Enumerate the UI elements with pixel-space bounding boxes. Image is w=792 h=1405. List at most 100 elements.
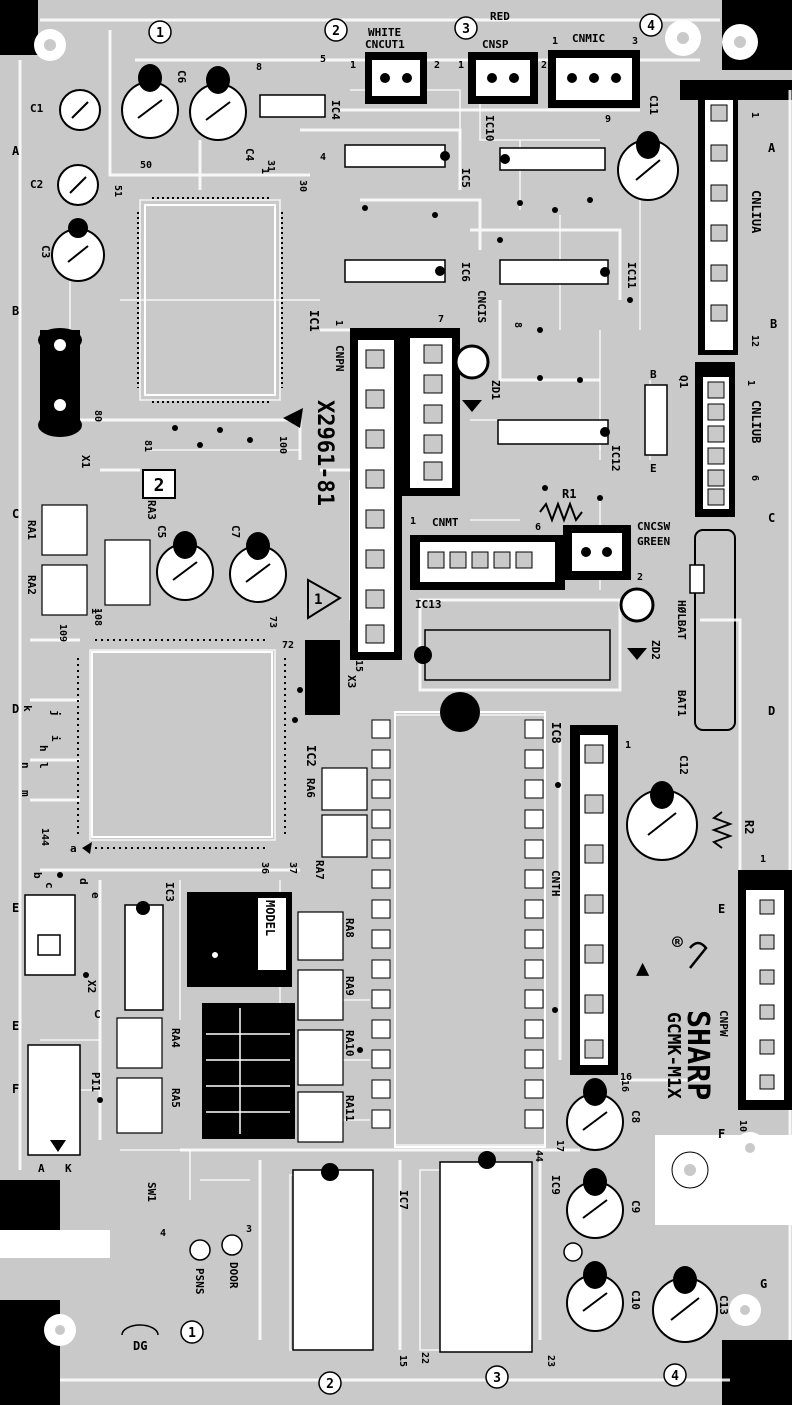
board-marker-1: 1 bbox=[314, 592, 322, 608]
grid-row-left-b: B bbox=[12, 304, 19, 318]
ra8-label: RA8 bbox=[343, 918, 356, 938]
ic2-pin-73: 73 bbox=[267, 616, 278, 628]
right-connectors: CNLIUA 1 12 CNLIUB 1 6 bbox=[695, 85, 763, 517]
grid-row-right-b: B bbox=[770, 317, 777, 331]
cnpn-name: CNPN bbox=[333, 345, 346, 372]
ra2-label: RA2 bbox=[25, 575, 38, 595]
ic7-label: IC7 bbox=[397, 1190, 410, 1210]
cnliua-pin-12: 12 bbox=[749, 335, 760, 347]
capacitors: C1 C2 C3 C6 C4 C11 C5 C7 C12 C8 C9 C10 C… bbox=[30, 64, 730, 1343]
ic2-pin-144: 144 bbox=[39, 828, 50, 846]
model-grid-c: C bbox=[212, 1067, 230, 1076]
pin-5-c9: 5 bbox=[587, 1270, 598, 1276]
c2-label: C2 bbox=[30, 178, 43, 191]
grid-col-4-bottom: 4 bbox=[671, 1369, 679, 1384]
pin-3-sw1: 3 bbox=[246, 1224, 252, 1235]
cnsp-name: CNSP bbox=[482, 38, 509, 51]
c1-label: C1 bbox=[30, 102, 44, 115]
model-area: X2961-81 2 1 MODEL 1 2 3 4 5 A B C D E bbox=[142, 400, 342, 1139]
model-grid-3: 3 bbox=[254, 1067, 272, 1076]
capacitor-c2 bbox=[57, 164, 99, 206]
ic2-label: IC2 bbox=[304, 745, 318, 767]
triangle-mark: ▲ bbox=[636, 956, 650, 981]
mounting-holes bbox=[34, 20, 766, 1346]
q1-b-label: B bbox=[650, 368, 657, 381]
cnmic-pin-1: 1 bbox=[552, 36, 558, 47]
cncut1-color: WHITE bbox=[368, 26, 401, 39]
grid-row-left-d: D bbox=[12, 702, 19, 716]
dg-label: DG bbox=[133, 1339, 147, 1353]
capacitor-c5 bbox=[156, 531, 214, 601]
ic10-label: IC10 bbox=[483, 115, 496, 142]
cnpn-pin-15: 15 bbox=[353, 660, 364, 672]
grid-row-left-e2: E bbox=[12, 1019, 19, 1033]
side-letters: k j i h n l m a b c d e K A C bbox=[19, 705, 102, 1175]
capacitor-c6 bbox=[121, 64, 179, 139]
letter-j: j bbox=[49, 710, 62, 717]
ic1-label: IC1 bbox=[307, 310, 321, 332]
pin-23-ic9: 23 bbox=[545, 1355, 556, 1367]
letter-A-pi1: A bbox=[38, 1162, 45, 1175]
letter-l: l bbox=[37, 762, 50, 769]
ic1-pin-100: 100 bbox=[277, 436, 288, 454]
ra11-label: RA11 bbox=[343, 1095, 356, 1122]
ic2-pin-36: 36 bbox=[259, 862, 270, 874]
model-grid-a: A bbox=[212, 1015, 230, 1024]
grid-col-1-top: 1 bbox=[156, 26, 164, 41]
cnpn-pin-1: 1 bbox=[333, 320, 344, 326]
c9-label: C9 bbox=[629, 1200, 642, 1213]
brand-logo: SHARP bbox=[680, 1010, 715, 1100]
capacitor-c13 bbox=[652, 1266, 718, 1343]
cnmt-cncsw: CNMT 1 6 CNCSW GREEN 2 bbox=[410, 516, 670, 590]
grid-row-left-e1: E bbox=[12, 901, 19, 915]
door-label: DOOR bbox=[227, 1262, 240, 1289]
c13-label: C13 bbox=[717, 1295, 730, 1315]
top-connectors: WHITE CNCUT1 1 2 RED CNSP 1 2 CNMIC 1 3 bbox=[350, 10, 640, 108]
grid-column-markers: 1 2 3 4 1 2 3 4 bbox=[148, 13, 687, 1395]
pin-9-cnmic: 9 bbox=[605, 114, 611, 125]
ra7-label: RA7 bbox=[313, 860, 326, 880]
letter-d: d bbox=[77, 878, 90, 885]
cnpw-connector: CNPW 1 10 bbox=[717, 854, 792, 1132]
capacitor-c9 bbox=[566, 1168, 624, 1239]
psns-label: PSNS bbox=[193, 1268, 206, 1295]
letter-K-pi1: K bbox=[65, 1162, 72, 1175]
ic1-pin-51: 51 bbox=[112, 185, 123, 197]
pin-22-ic7: 22 bbox=[419, 1352, 430, 1364]
cnsp-color: RED bbox=[490, 10, 510, 23]
letter-m: m bbox=[19, 790, 32, 797]
ic2-pin-1: 1 bbox=[89, 608, 100, 614]
cnliua-name: CNLIUA bbox=[749, 190, 763, 234]
c11-label: C11 bbox=[647, 95, 660, 115]
cncis-pin-7: 7 bbox=[438, 314, 444, 325]
grid-row-markers: A B C D E E F G A B C D E F G bbox=[12, 141, 777, 1333]
capacitor-c7 bbox=[229, 532, 287, 603]
pin-4-ic5: 4 bbox=[320, 152, 326, 163]
resistor-arrays: RA1 RA2 RA3 RA6 RA7 RA8 RA9 RA10 RA11 RA… bbox=[25, 500, 368, 1143]
capacitor-c10 bbox=[566, 1261, 624, 1332]
pin-15-ic7: 15 bbox=[397, 1355, 408, 1367]
pin-17-ic9: 17 bbox=[554, 1140, 565, 1152]
grid-row-left-c: C bbox=[12, 507, 19, 521]
grid-col-2-top: 2 bbox=[332, 24, 340, 39]
ic4-label: IC4 bbox=[329, 100, 342, 120]
r1-label: R1 bbox=[562, 487, 576, 501]
ic12-label: IC12 bbox=[609, 445, 622, 472]
ic1-pin-81: 81 bbox=[142, 440, 153, 452]
c4-label: C4 bbox=[243, 148, 256, 162]
letter-a: a bbox=[70, 842, 77, 855]
misc-pin-numbers: 5 8 4 9 8 16 17 44 22 23 15 3 4 5 bbox=[160, 54, 632, 1367]
grid-row-right-a: A bbox=[768, 141, 776, 155]
letter-k: k bbox=[21, 705, 34, 712]
letter-C-x2: C bbox=[94, 1008, 101, 1021]
q1-e-label: E bbox=[650, 462, 657, 475]
board-marker-2: 2 bbox=[154, 475, 165, 496]
x2-label: X2 bbox=[85, 980, 98, 993]
grid-row-right-e: E bbox=[718, 902, 725, 916]
ra4-label: RA4 bbox=[169, 1028, 182, 1048]
model-grid-e: E bbox=[212, 1119, 230, 1128]
x1-label: X1 bbox=[79, 455, 92, 469]
pin-8-top: 8 bbox=[256, 62, 262, 73]
